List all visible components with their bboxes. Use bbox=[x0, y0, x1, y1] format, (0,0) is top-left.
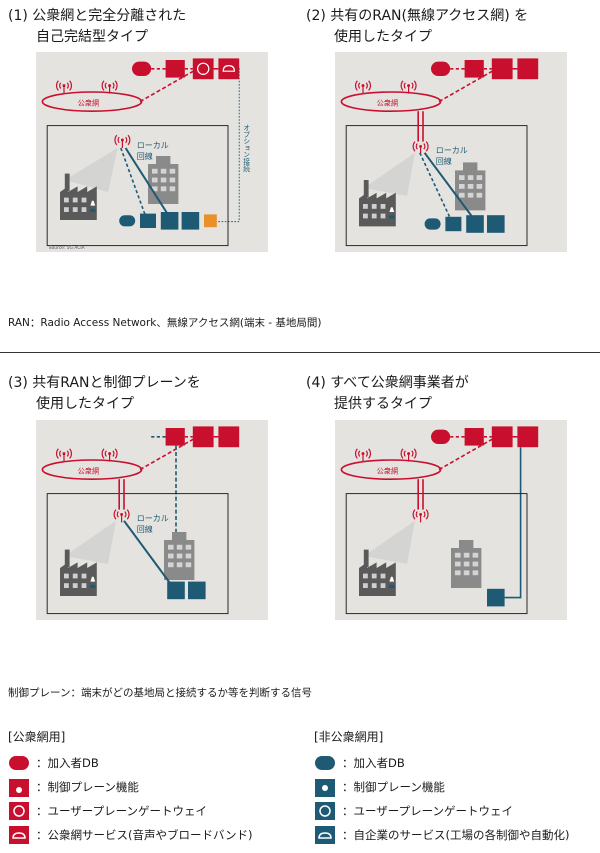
panel-4-diagram: 公衆網 bbox=[335, 420, 567, 620]
public-database-icon bbox=[132, 61, 152, 76]
panel-3-title: (3) 共有RANと制御プレーンを 使用したタイプ bbox=[8, 375, 201, 412]
service-line bbox=[504, 447, 522, 599]
panel-4-title: (4) すべて公衆網事業者が 提供するタイプ bbox=[306, 375, 469, 412]
legend-item: ：自企業のサービス(工場の各制御や自動化) bbox=[314, 824, 569, 846]
cloud-service-icon bbox=[315, 826, 335, 844]
public-control-plane-icon bbox=[165, 428, 185, 446]
private-database-icon bbox=[424, 218, 441, 230]
public-control-plane-icon bbox=[464, 60, 484, 78]
private-cloud-service-icon bbox=[487, 215, 505, 233]
local-line-label: ローカル bbox=[137, 141, 169, 150]
public-legend-header: [公衆網用] bbox=[8, 730, 66, 744]
public-database-icon bbox=[431, 429, 451, 444]
option-router-icon bbox=[204, 214, 217, 228]
legend-item: ：ユーザープレーンゲートウェイ bbox=[314, 800, 513, 822]
public-network-label: 公衆網 bbox=[377, 99, 399, 108]
public-network-label: 公衆網 bbox=[78, 99, 100, 108]
legend-item: ：加入者DB bbox=[314, 752, 405, 774]
private-cloud-service-icon bbox=[188, 581, 206, 600]
public-core bbox=[132, 58, 240, 80]
public-gateway-icon bbox=[491, 58, 513, 80]
cloud-service-icon bbox=[9, 826, 29, 844]
ran-note: RAN：Radio Access Network、無線アクセス網(端末 - 基地… bbox=[8, 317, 322, 329]
private-gateway-icon bbox=[167, 581, 185, 600]
section-divider bbox=[0, 352, 600, 353]
public-network-label: 公衆網 bbox=[377, 467, 399, 476]
source-label: Source: 5G ACIA bbox=[49, 245, 85, 251]
legend-item: ：制御プレーン機能 bbox=[8, 776, 139, 798]
legend-item: ：制御プレーン機能 bbox=[314, 776, 445, 798]
control-plane-icon bbox=[315, 779, 335, 797]
public-cloud-service-icon bbox=[218, 58, 240, 80]
legend-item: ：ユーザープレーンゲートウェイ bbox=[8, 800, 207, 822]
enterprise-boundary bbox=[345, 125, 528, 247]
private-control-plane-icon bbox=[140, 213, 156, 228]
public-network-label: 公衆網 bbox=[78, 467, 100, 476]
local-line-label: ローカル bbox=[137, 514, 169, 523]
panel-1-title: (1) 公衆網と完全分離された 自己完結型タイプ bbox=[8, 8, 187, 45]
public-control-plane-icon bbox=[165, 60, 185, 78]
public-cloud-service-icon bbox=[517, 58, 539, 80]
private-control-plane-icon bbox=[445, 216, 462, 232]
private-gateway-icon bbox=[160, 212, 179, 230]
control-plane-icon bbox=[9, 779, 29, 797]
public-cloud-service-icon bbox=[517, 426, 539, 448]
legend-item: ：加入者DB bbox=[8, 752, 99, 774]
enterprise-boundary bbox=[46, 493, 229, 615]
legend-item: ：公衆網サービス(音声やブロードバンド) bbox=[8, 824, 253, 846]
private-gateway-icon bbox=[466, 215, 484, 233]
database-icon bbox=[9, 756, 29, 770]
private-database-icon bbox=[119, 215, 136, 227]
public-gateway-icon bbox=[192, 426, 214, 448]
public-gateway-icon bbox=[491, 426, 513, 448]
gateway-icon bbox=[9, 802, 29, 820]
panel-1-diagram: 公衆網 オプション接続 ローカル 回線 Source: 5G ACIA bbox=[36, 52, 268, 252]
local-line-label-2: 回線 bbox=[137, 151, 153, 161]
enterprise-boundary bbox=[345, 493, 528, 615]
public-control-plane-icon bbox=[464, 428, 484, 446]
gateway-icon bbox=[315, 802, 335, 820]
private-cloud-service-icon bbox=[487, 588, 505, 607]
local-line-label-2: 回線 bbox=[137, 524, 153, 534]
database-icon bbox=[315, 756, 335, 770]
panel-2-diagram: 公衆網 ローカル 回線 bbox=[335, 52, 567, 252]
local-line-label: ローカル bbox=[436, 146, 468, 155]
public-database-icon bbox=[431, 61, 451, 76]
panel-3-diagram: 公衆網 ローカル 回線 bbox=[36, 420, 268, 620]
enterprise-boundary bbox=[46, 125, 229, 247]
local-line-label-2: 回線 bbox=[436, 156, 452, 166]
private-cloud-service-icon bbox=[181, 212, 200, 230]
panel-2-title: (2) 共有のRAN(無線アクセス網) を 使用したタイプ bbox=[306, 8, 529, 45]
public-cloud-service-icon bbox=[218, 426, 240, 448]
public-gateway-icon bbox=[192, 58, 214, 80]
option-connection-label: オプション接続 bbox=[242, 124, 250, 173]
control-plane-note: 制御プレーン：端末がどの基地局と接続するか等を判断する信号 bbox=[8, 687, 312, 699]
private-legend-header: [非公衆網用] bbox=[314, 730, 384, 744]
